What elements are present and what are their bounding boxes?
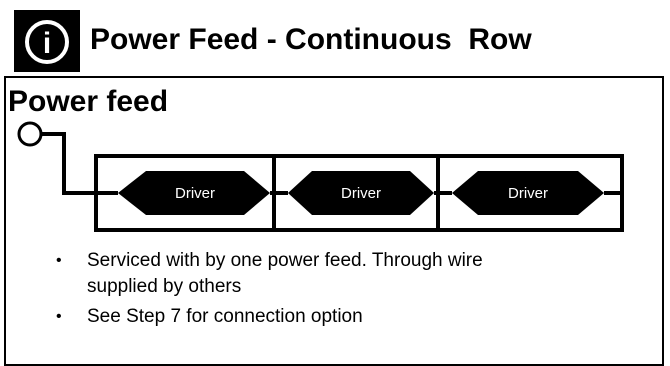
page-title: Power Feed - Continuous Row xyxy=(90,23,532,56)
power-feed-diagram: Driver Driver Driver xyxy=(17,121,624,232)
info-icon: i xyxy=(14,10,80,72)
slide: i Power Feed - Continuous Row Power feed… xyxy=(0,10,664,366)
fixture-housing-3 xyxy=(436,154,624,232)
section-label: Power feed xyxy=(8,85,169,118)
through-wire xyxy=(41,132,622,195)
bullet-text: See Step 7 for connection option xyxy=(87,306,363,327)
bullet-text: Serviced with by one power feed. Through… xyxy=(87,250,483,297)
bullet-marker: • xyxy=(56,308,62,325)
bullet-marker: • xyxy=(56,252,62,269)
bullet-list: • Serviced with by one power feed. Throu… xyxy=(0,248,640,330)
power-feed-connector xyxy=(17,121,43,147)
driver-label-1: Driver xyxy=(175,185,215,202)
driver-label-3: Driver xyxy=(508,185,548,202)
driver-shape-2 xyxy=(288,171,434,215)
driver-shape-3 xyxy=(452,171,604,215)
driver-label-2: Driver xyxy=(341,185,381,202)
driver-shape-1 xyxy=(118,171,270,215)
list-item: • See Step 7 for connection option xyxy=(0,304,640,330)
list-item: • Serviced with by one power feed. Throu… xyxy=(0,248,640,300)
info-icon-letter: i xyxy=(43,27,51,60)
